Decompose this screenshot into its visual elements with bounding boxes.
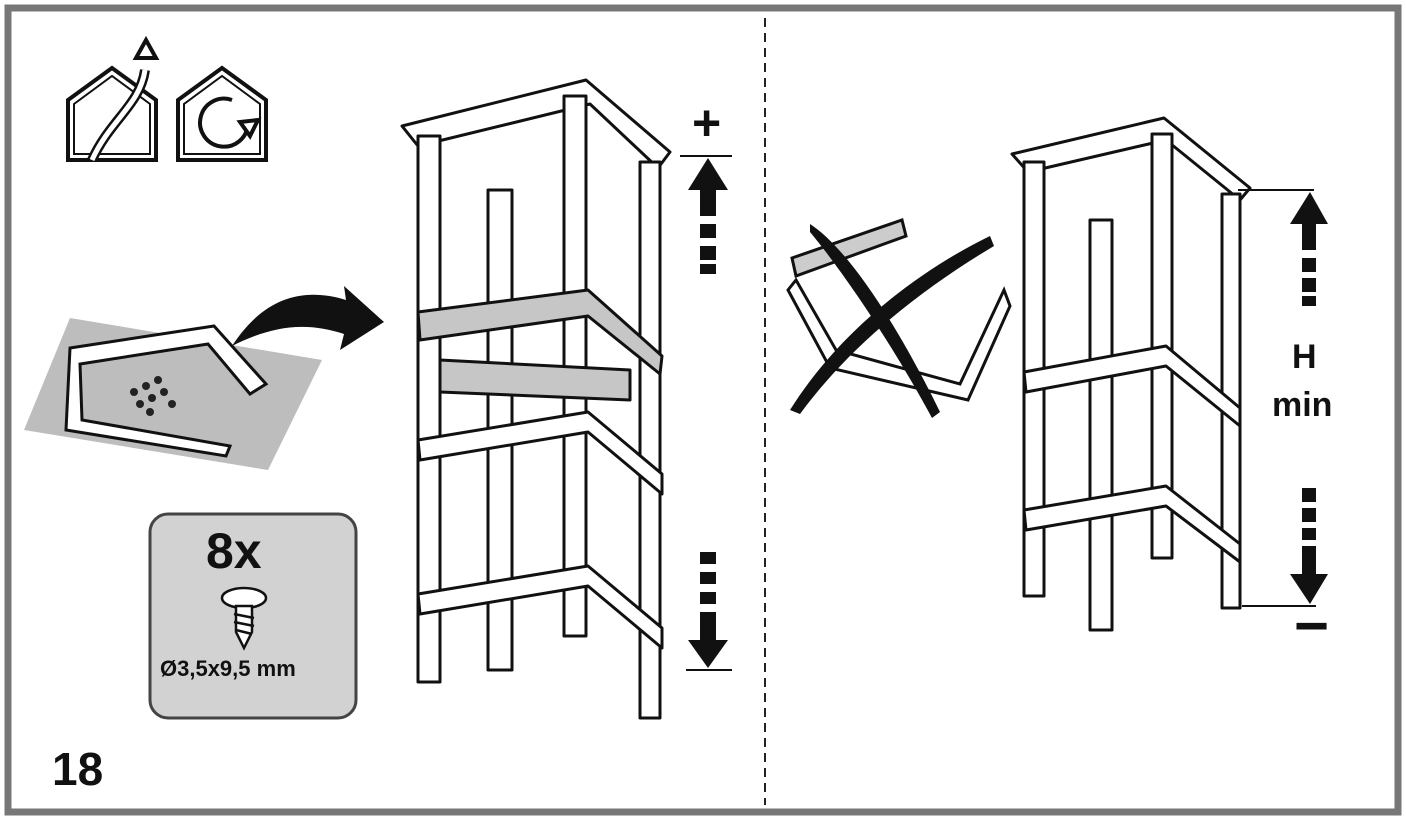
height-up-arrow [1238, 189, 1328, 306]
right-frame-assembly [1010, 116, 1252, 632]
step-number: 18 [52, 743, 104, 795]
left-frame-assembly [400, 78, 672, 720]
screw-quantity: 8x [206, 523, 262, 579]
wrong-bracket [786, 218, 1012, 418]
adjust-down-arrow [686, 552, 732, 671]
height-down-arrow [1242, 488, 1328, 607]
plus-sign: + [692, 95, 722, 151]
parts-mat [24, 318, 322, 470]
height-qualifier: min [1272, 386, 1333, 424]
screw-size: Ø3,5x9,5 mm [160, 656, 296, 681]
curved-arrow-icon [232, 286, 384, 350]
screw-badge [148, 512, 358, 720]
screw-icon [220, 586, 268, 651]
minus-sign: − [1294, 592, 1330, 659]
outer-border [4, 4, 1402, 816]
exhaust-mode-icon [66, 35, 160, 163]
recirculation-mode-icon [176, 65, 268, 162]
height-letter: H [1292, 338, 1317, 376]
adjust-up-arrow [680, 155, 732, 274]
